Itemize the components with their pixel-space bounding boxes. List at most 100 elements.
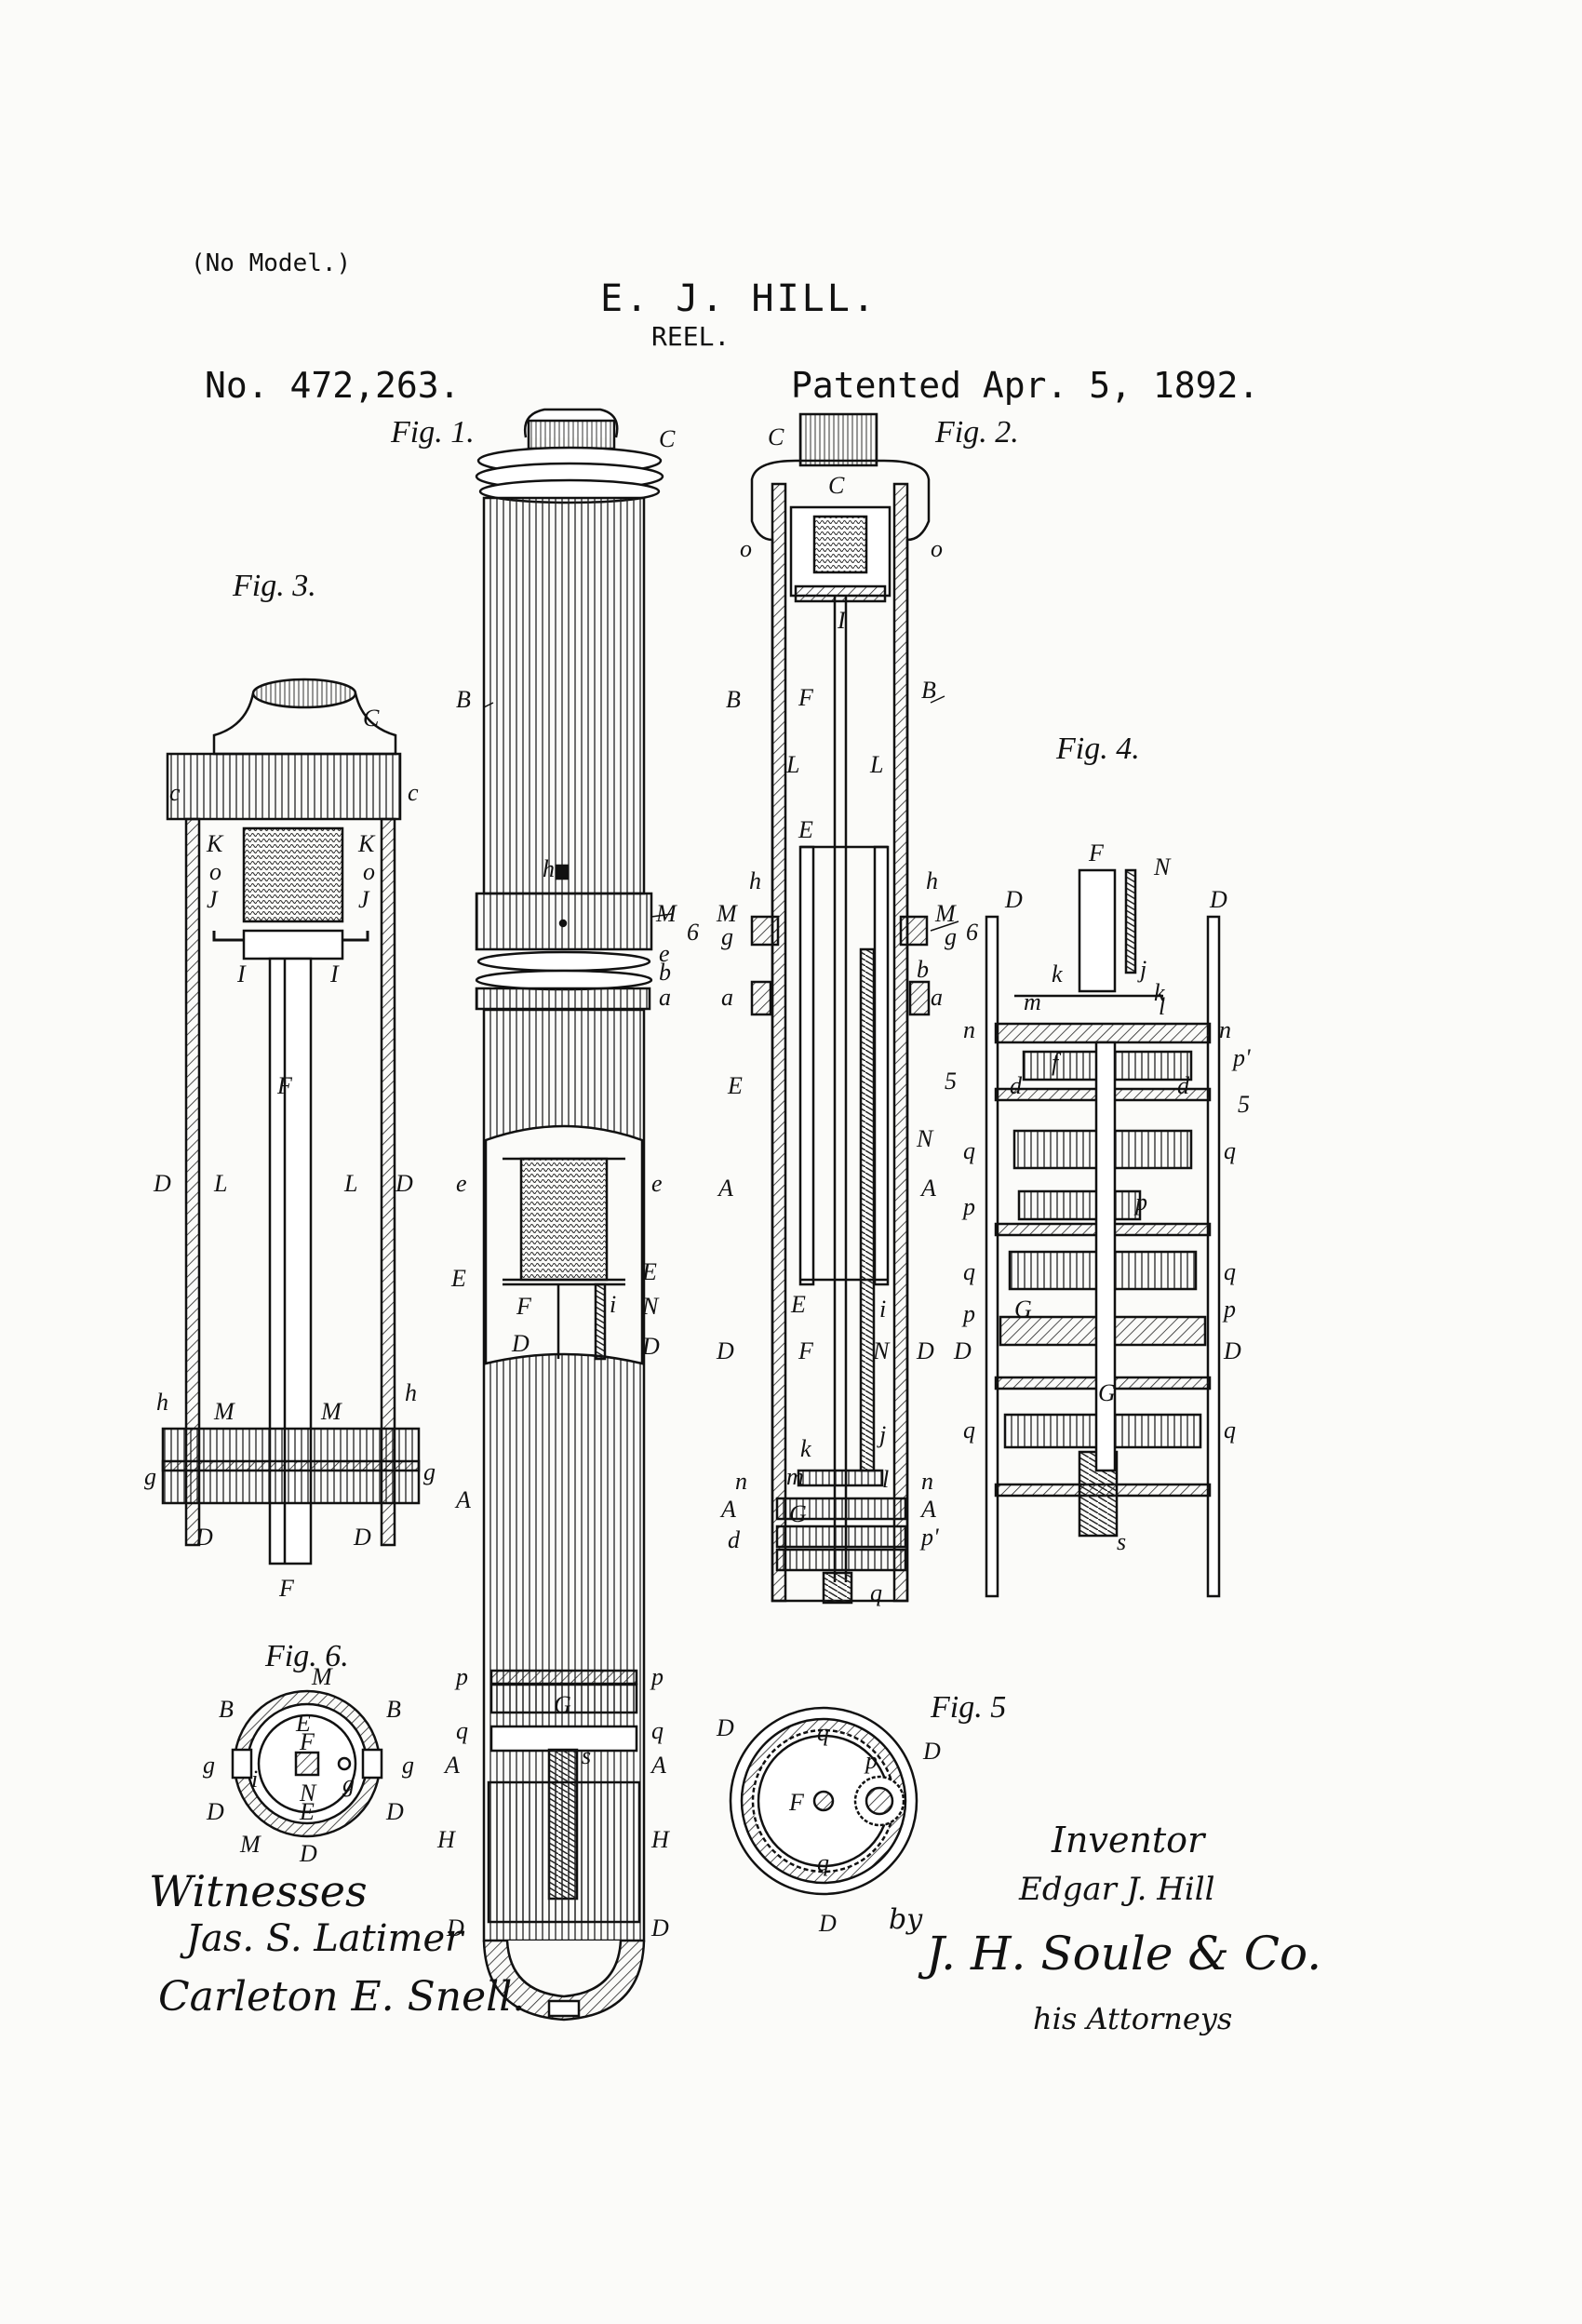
- leader-lines: [483, 695, 959, 932]
- label-D: D: [299, 1840, 317, 1867]
- fig5-title: Fig. 5: [930, 1690, 1006, 1725]
- model-note: (No Model.): [191, 249, 352, 277]
- label-C: C: [363, 705, 380, 732]
- label-A: A: [717, 1175, 733, 1202]
- label-N: N: [1153, 853, 1172, 880]
- label-H: H: [436, 1826, 456, 1853]
- patent-number: No. 472,263.: [205, 365, 461, 406]
- label-b: b: [659, 959, 671, 986]
- label-a: a: [721, 984, 733, 1011]
- label-D: D: [922, 1738, 941, 1765]
- label-I: I: [329, 960, 340, 987]
- label-D: D: [818, 1910, 837, 1937]
- label-q: q: [870, 1579, 882, 1606]
- label-A: A: [650, 1752, 666, 1779]
- label-h: h: [543, 855, 555, 882]
- label-j: j: [877, 1421, 886, 1448]
- label-B: B: [386, 1696, 401, 1723]
- label-E: E: [299, 1798, 315, 1825]
- label-M: M: [311, 1663, 333, 1690]
- label-A: A: [919, 1496, 936, 1523]
- label-m: m: [1024, 988, 1041, 1015]
- label-N: N: [641, 1293, 660, 1320]
- reference-letters: C B h M e b a e e E E F i N D D A p p G …: [144, 423, 1251, 1941]
- label-C: C: [659, 425, 676, 452]
- label-s: s: [582, 1742, 591, 1769]
- label-l: l: [1159, 993, 1165, 1020]
- label-D: D: [1209, 886, 1227, 913]
- label-F: F: [516, 1293, 532, 1320]
- fig2-title: Fig. 2.: [934, 415, 1019, 450]
- label-E: E: [641, 1258, 657, 1285]
- figure-5: [729, 1706, 918, 1896]
- fig4-title: Fig. 4.: [1055, 732, 1140, 766]
- label-n: n: [921, 1468, 933, 1495]
- label-h: h: [926, 867, 938, 894]
- label-g: g: [144, 1463, 156, 1490]
- label-E: E: [790, 1291, 806, 1318]
- label-D: D: [385, 1798, 404, 1825]
- label-F: F: [299, 1728, 315, 1755]
- label-p: p: [961, 1300, 975, 1327]
- by-text: by: [889, 1903, 923, 1936]
- label-D: D: [716, 1337, 734, 1364]
- label-d: d: [728, 1526, 741, 1553]
- label-e: e: [456, 1170, 467, 1197]
- label-g: g: [945, 923, 957, 950]
- label-j: j: [1137, 956, 1146, 983]
- label-D: D: [1004, 886, 1023, 913]
- label-L: L: [343, 1170, 357, 1197]
- label-q: q: [456, 1717, 468, 1744]
- label-i: i: [610, 1291, 616, 1318]
- label-M: M: [655, 900, 677, 927]
- label-p: p: [1133, 1189, 1147, 1216]
- inventor-name: E. J. HILL.: [600, 277, 878, 320]
- label-C: C: [828, 472, 845, 499]
- label-o: o: [363, 858, 375, 885]
- label-c: c: [408, 779, 419, 806]
- label-E: E: [450, 1265, 466, 1292]
- label-d: d: [1177, 1072, 1190, 1099]
- label-s: s: [1117, 1528, 1126, 1555]
- label-F: F: [788, 1789, 805, 1816]
- figure-2: [750, 412, 931, 1605]
- label-E: E: [295, 1710, 311, 1737]
- label-n: n: [735, 1468, 747, 1495]
- label-o: o: [209, 858, 221, 885]
- label-D: D: [353, 1524, 371, 1551]
- label-q: q: [817, 1719, 829, 1746]
- label-i: i: [879, 1296, 886, 1323]
- label-L: L: [785, 751, 799, 778]
- label-F: F: [1088, 840, 1105, 866]
- label-A: A: [454, 1486, 471, 1513]
- label-D: D: [916, 1337, 934, 1364]
- label-e: e: [659, 940, 670, 967]
- fig1-title: Fig. 1.: [390, 415, 475, 450]
- label-D: D: [1223, 1337, 1241, 1364]
- label-F: F: [798, 1337, 814, 1364]
- label-M: M: [213, 1398, 235, 1425]
- label-q: q: [817, 1849, 829, 1876]
- label-a: a: [659, 984, 671, 1011]
- label-f: f: [1052, 1049, 1062, 1076]
- witness-2-signature: Carleton E. Snell.: [158, 1973, 526, 2021]
- label-D: D: [716, 1714, 734, 1741]
- fig3-title: Fig. 3.: [232, 569, 316, 603]
- label-D: D: [953, 1337, 972, 1364]
- patent-date: Patented Apr. 5, 1892.: [791, 365, 1260, 406]
- label-L: L: [869, 751, 883, 778]
- label-K: K: [206, 830, 224, 857]
- label-q: q: [963, 1258, 975, 1285]
- fig6-title: Fig. 6.: [264, 1639, 349, 1673]
- label-p: p: [1222, 1296, 1236, 1323]
- label-M: M: [716, 900, 738, 927]
- label-D: D: [153, 1170, 171, 1197]
- label-q: q: [963, 1137, 975, 1164]
- label-p-prime: p': [1231, 1044, 1251, 1071]
- label-H: H: [650, 1826, 670, 1853]
- label-h: h: [749, 867, 761, 894]
- label-h: h: [405, 1379, 417, 1406]
- inventor-signature: Edgar J. Hill: [1019, 1871, 1215, 1908]
- label-G: G: [1098, 1379, 1116, 1406]
